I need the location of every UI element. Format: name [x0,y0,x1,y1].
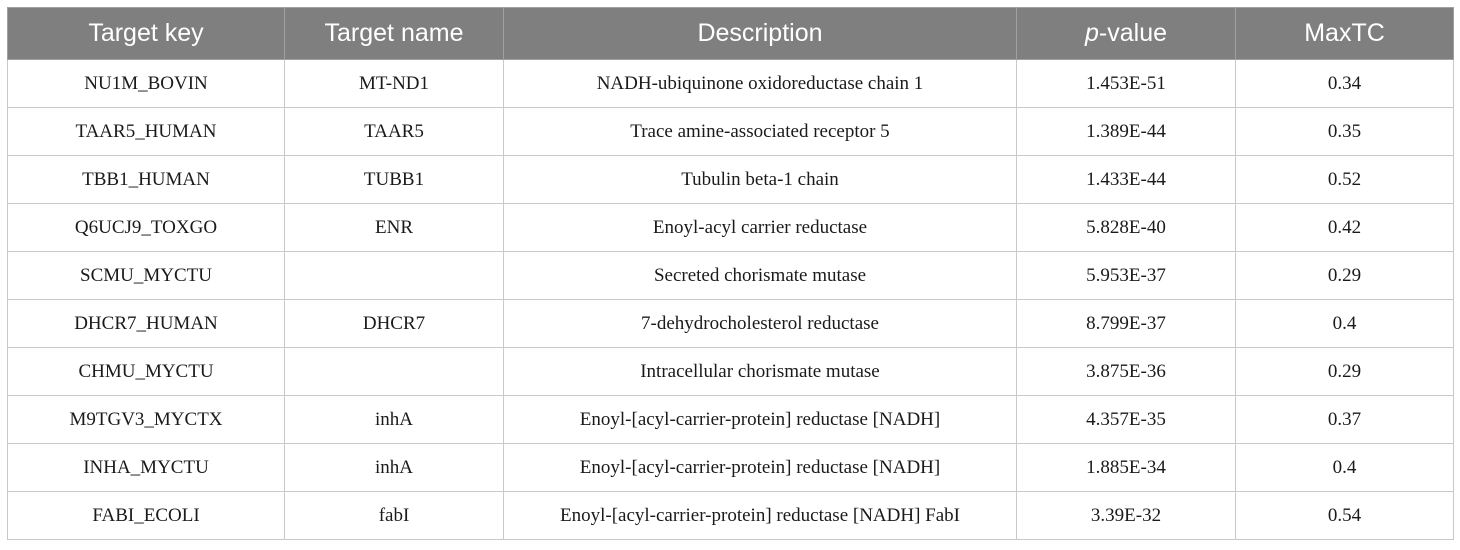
cell-target-key: NU1M_BOVIN [7,59,285,108]
cell-target-name: fabI [284,491,504,540]
table-row: SCMU_MYCTU Secreted chorismate mutase 5.… [7,251,1454,300]
cell-p-value: 5.828E-40 [1016,203,1236,252]
cell-maxtc: 0.34 [1235,59,1454,108]
header-p-value-italic: p [1085,19,1099,47]
cell-target-key: TBB1_HUMAN [7,155,285,204]
cell-maxtc: 0.42 [1235,203,1454,252]
cell-maxtc: 0.29 [1235,251,1454,300]
cell-target-name: ENR [284,203,504,252]
target-prediction-table: Target key Target name Description p-val… [7,7,1454,540]
table-row: Q6UCJ9_TOXGO ENR Enoyl-acyl carrier redu… [7,203,1454,252]
table-row: NU1M_BOVIN MT-ND1 NADH-ubiquinone oxidor… [7,59,1454,108]
table-row: CHMU_MYCTU Intracellular chorismate muta… [7,347,1454,396]
cell-description: Tubulin beta-1 chain [503,155,1017,204]
table-row: FABI_ECOLI fabI Enoyl-[acyl-carrier-prot… [7,491,1454,540]
table-row: M9TGV3_MYCTX inhA Enoyl-[acyl-carrier-pr… [7,395,1454,444]
cell-p-value: 1.433E-44 [1016,155,1236,204]
cell-maxtc: 0.4 [1235,443,1454,492]
cell-maxtc: 0.4 [1235,299,1454,348]
cell-p-value: 4.357E-35 [1016,395,1236,444]
cell-target-key: DHCR7_HUMAN [7,299,285,348]
cell-maxtc: 0.29 [1235,347,1454,396]
cell-p-value: 8.799E-37 [1016,299,1236,348]
cell-description: Intracellular chorismate mutase [503,347,1017,396]
header-target-name: Target name [284,7,504,60]
header-p-value-rest: -value [1098,19,1167,47]
cell-description: Enoyl-[acyl-carrier-protein] reductase [… [503,395,1017,444]
cell-description: Secreted chorismate mutase [503,251,1017,300]
cell-p-value: 1.885E-34 [1016,443,1236,492]
cell-target-key: SCMU_MYCTU [7,251,285,300]
cell-target-name: TUBB1 [284,155,504,204]
header-description: Description [503,7,1017,60]
cell-description: NADH-ubiquinone oxidoreductase chain 1 [503,59,1017,108]
header-p-value: p-value [1016,7,1236,60]
cell-description: Enoyl-[acyl-carrier-protein] reductase [… [503,443,1017,492]
cell-p-value: 1.389E-44 [1016,107,1236,156]
cell-target-key: TAAR5_HUMAN [7,107,285,156]
cell-description: Enoyl-[acyl-carrier-protein] reductase [… [503,491,1017,540]
cell-description: Enoyl-acyl carrier reductase [503,203,1017,252]
cell-description: Trace amine-associated receptor 5 [503,107,1017,156]
cell-target-key: FABI_ECOLI [7,491,285,540]
table-row: TBB1_HUMAN TUBB1 Tubulin beta-1 chain 1.… [7,155,1454,204]
cell-target-key: INHA_MYCTU [7,443,285,492]
cell-p-value: 3.875E-36 [1016,347,1236,396]
cell-target-key: M9TGV3_MYCTX [7,395,285,444]
cell-target-name: inhA [284,395,504,444]
cell-target-name: MT-ND1 [284,59,504,108]
header-maxtc: MaxTC [1235,7,1454,60]
cell-target-name: TAAR5 [284,107,504,156]
cell-description: 7-dehydrocholesterol reductase [503,299,1017,348]
cell-target-key: CHMU_MYCTU [7,347,285,396]
header-target-key: Target key [7,7,285,60]
cell-p-value: 3.39E-32 [1016,491,1236,540]
cell-p-value: 5.953E-37 [1016,251,1236,300]
table-row: TAAR5_HUMAN TAAR5 Trace amine-associated… [7,107,1454,156]
cell-maxtc: 0.37 [1235,395,1454,444]
cell-maxtc: 0.35 [1235,107,1454,156]
table-row: DHCR7_HUMAN DHCR7 7-dehydrocholesterol r… [7,299,1454,348]
cell-maxtc: 0.52 [1235,155,1454,204]
table-header-row: Target key Target name Description p-val… [7,7,1454,60]
cell-target-key: Q6UCJ9_TOXGO [7,203,285,252]
cell-p-value: 1.453E-51 [1016,59,1236,108]
cell-target-name: inhA [284,443,504,492]
cell-target-name [284,347,504,396]
cell-maxtc: 0.54 [1235,491,1454,540]
table-row: INHA_MYCTU inhA Enoyl-[acyl-carrier-prot… [7,443,1454,492]
cell-target-name [284,251,504,300]
cell-target-name: DHCR7 [284,299,504,348]
